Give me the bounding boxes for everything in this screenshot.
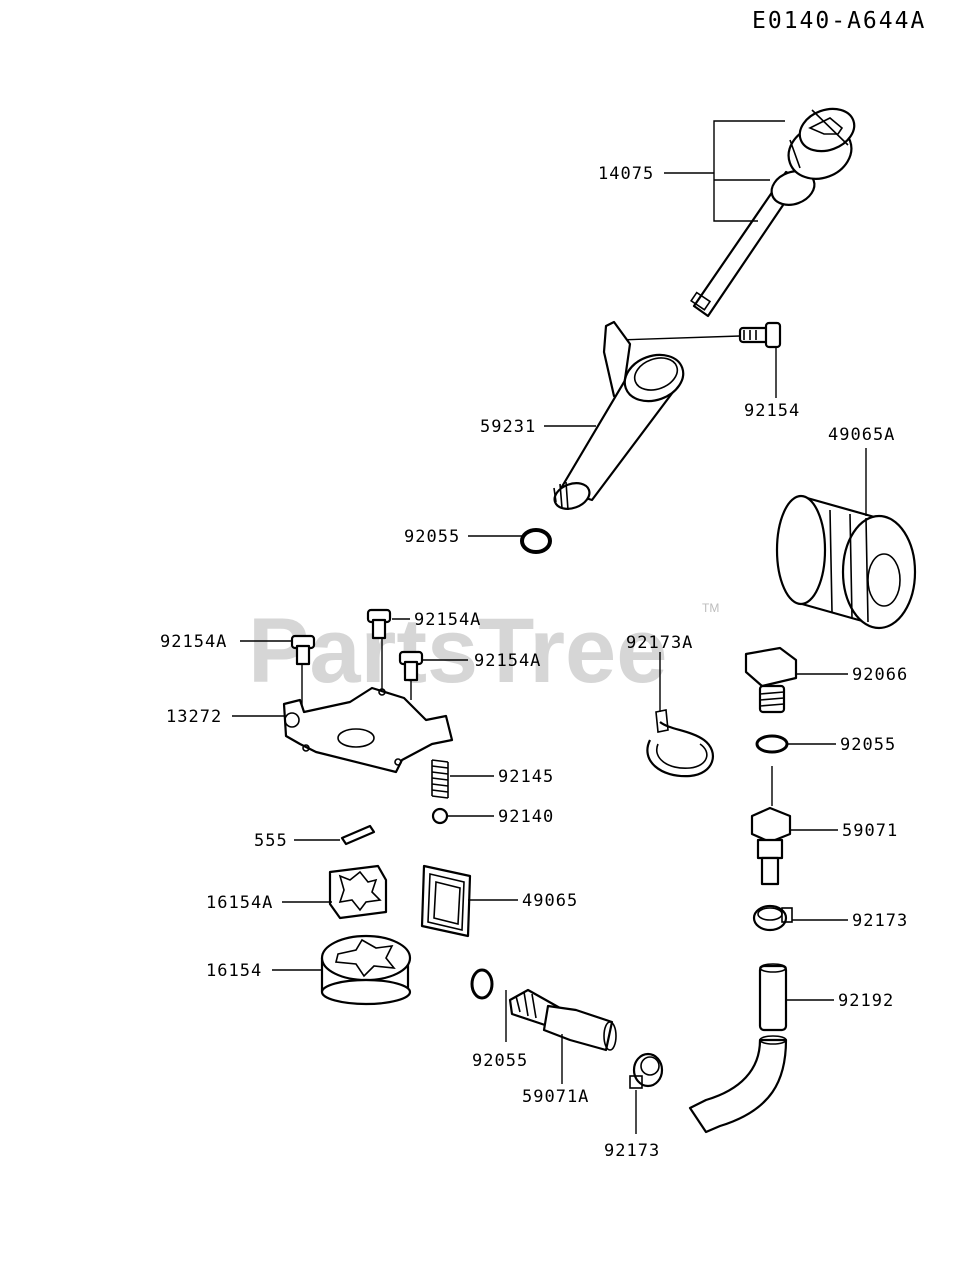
dipstick-part[interactable] (690, 102, 860, 318)
part-label-92140[interactable]: 92140 (498, 807, 554, 827)
o-ring-92055-bottom[interactable] (470, 968, 494, 1000)
part-label-16154A[interactable]: 16154A (206, 893, 273, 913)
watermark-trademark: TM (702, 601, 719, 615)
part-label-92154A-right[interactable]: 92154A (474, 651, 541, 671)
part-label-92173-right[interactable]: 92173 (852, 911, 908, 931)
ball-92140[interactable] (431, 807, 449, 825)
part-label-92055-bottom[interactable]: 92055 (472, 1051, 528, 1071)
part-label-16154[interactable]: 16154 (206, 961, 262, 981)
part-label-92154[interactable]: 92154 (744, 401, 800, 421)
part-label-92192[interactable]: 92192 (838, 991, 894, 1011)
part-label-92154A-top[interactable]: 92154A (414, 610, 481, 630)
part-label-49065A[interactable]: 49065A (828, 425, 895, 445)
pin-555[interactable] (340, 824, 376, 846)
part-label-49065[interactable]: 49065 (522, 891, 578, 911)
drain-plug-92066[interactable] (744, 646, 798, 714)
part-label-14075[interactable]: 14075 (598, 164, 654, 184)
watermark: PartsTree (248, 600, 667, 702)
fitting-59071A[interactable] (508, 988, 617, 1052)
cover-plate-13272[interactable] (282, 686, 454, 774)
oil-filter-49065A[interactable] (775, 494, 917, 630)
diagram-code: E0140-A644A (752, 8, 926, 34)
part-label-92055-upper[interactable]: 92055 (404, 527, 460, 547)
part-label-59071[interactable]: 59071 (842, 821, 898, 841)
part-label-92066[interactable]: 92066 (852, 665, 908, 685)
bolt-92154A-left[interactable] (290, 634, 316, 666)
o-ring-92055-right[interactable] (755, 734, 789, 754)
bolt-92154A-top[interactable] (366, 608, 392, 640)
part-label-92173-bottom[interactable]: 92173 (604, 1141, 660, 1161)
outer-rotor-16154[interactable] (320, 934, 412, 1006)
bolt-92154A-right[interactable] (398, 650, 424, 682)
part-label-92173A[interactable]: 92173A (626, 633, 693, 653)
fitting-59071[interactable] (750, 766, 792, 886)
clamp-92173A[interactable] (646, 709, 714, 778)
gasket-49065[interactable] (420, 864, 472, 938)
bolt-92154[interactable] (738, 321, 782, 349)
part-label-13272[interactable]: 13272 (166, 707, 222, 727)
part-label-92154A-left[interactable]: 92154A (160, 632, 227, 652)
part-label-92145[interactable]: 92145 (498, 767, 554, 787)
part-label-555[interactable]: 555 (254, 831, 288, 851)
clamp-92173-right[interactable] (752, 904, 793, 932)
part-label-59071A[interactable]: 59071A (522, 1087, 589, 1107)
spring-92145[interactable] (431, 759, 449, 799)
o-ring-92055-upper[interactable] (520, 528, 552, 554)
clamp-92173-bottom[interactable] (629, 1052, 664, 1089)
hose-92192[interactable] (688, 963, 788, 1134)
oil-filler-tube[interactable] (551, 320, 690, 513)
inner-rotor-16154A[interactable] (328, 864, 388, 920)
part-label-59231[interactable]: 59231 (480, 417, 536, 437)
part-label-92055-right[interactable]: 92055 (840, 735, 896, 755)
